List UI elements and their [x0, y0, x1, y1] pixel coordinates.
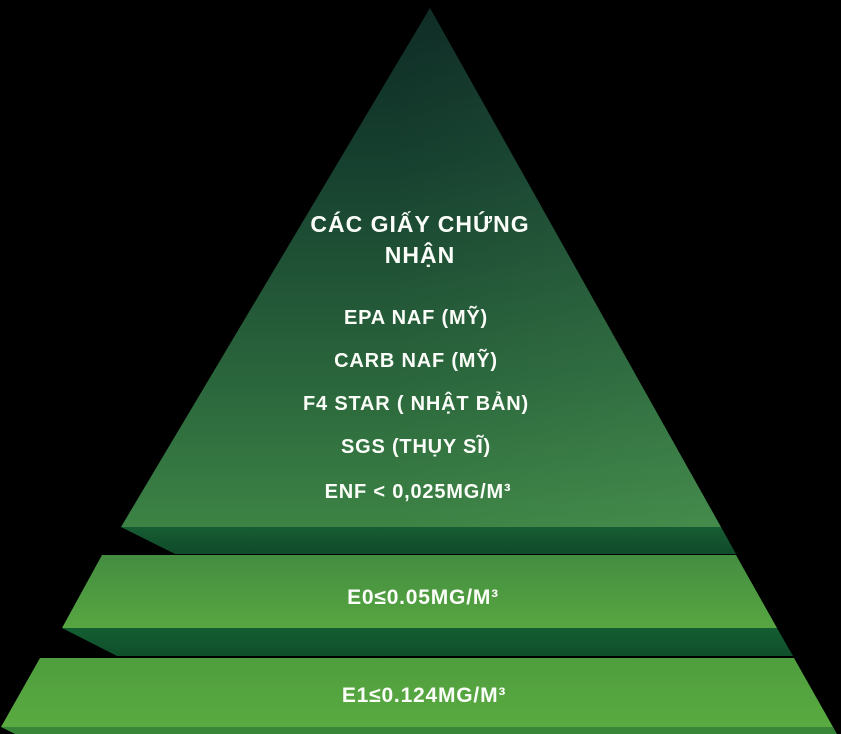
band-e1-face: [1, 658, 833, 727]
pyramid-top-sheen: [121, 8, 721, 527]
band-e0-face: [62, 555, 777, 628]
cert-f4-star: F4 STAR ( NHẬT BẢN): [303, 393, 529, 415]
cert-sgs: SGS (THỤY SĨ): [340, 436, 492, 458]
cert-epa-naf: EPA NAF (MỸ): [343, 307, 489, 329]
cert-carb-naf: CARB NAF (MỸ): [334, 350, 498, 372]
band-e0-underside: [62, 628, 793, 656]
band-e1-underside: [1, 727, 837, 734]
standard-e0: E0≤0.05MG/M³: [347, 586, 499, 609]
pyramid-title: CÁC GIẤY CHỨNG NHẬN: [310, 211, 530, 268]
standard-e1: E1≤0.124MG/M³: [341, 684, 507, 707]
pyramid-top-underside: [121, 527, 736, 554]
standard-enf: ENF < 0,025MG/M³: [324, 481, 512, 503]
